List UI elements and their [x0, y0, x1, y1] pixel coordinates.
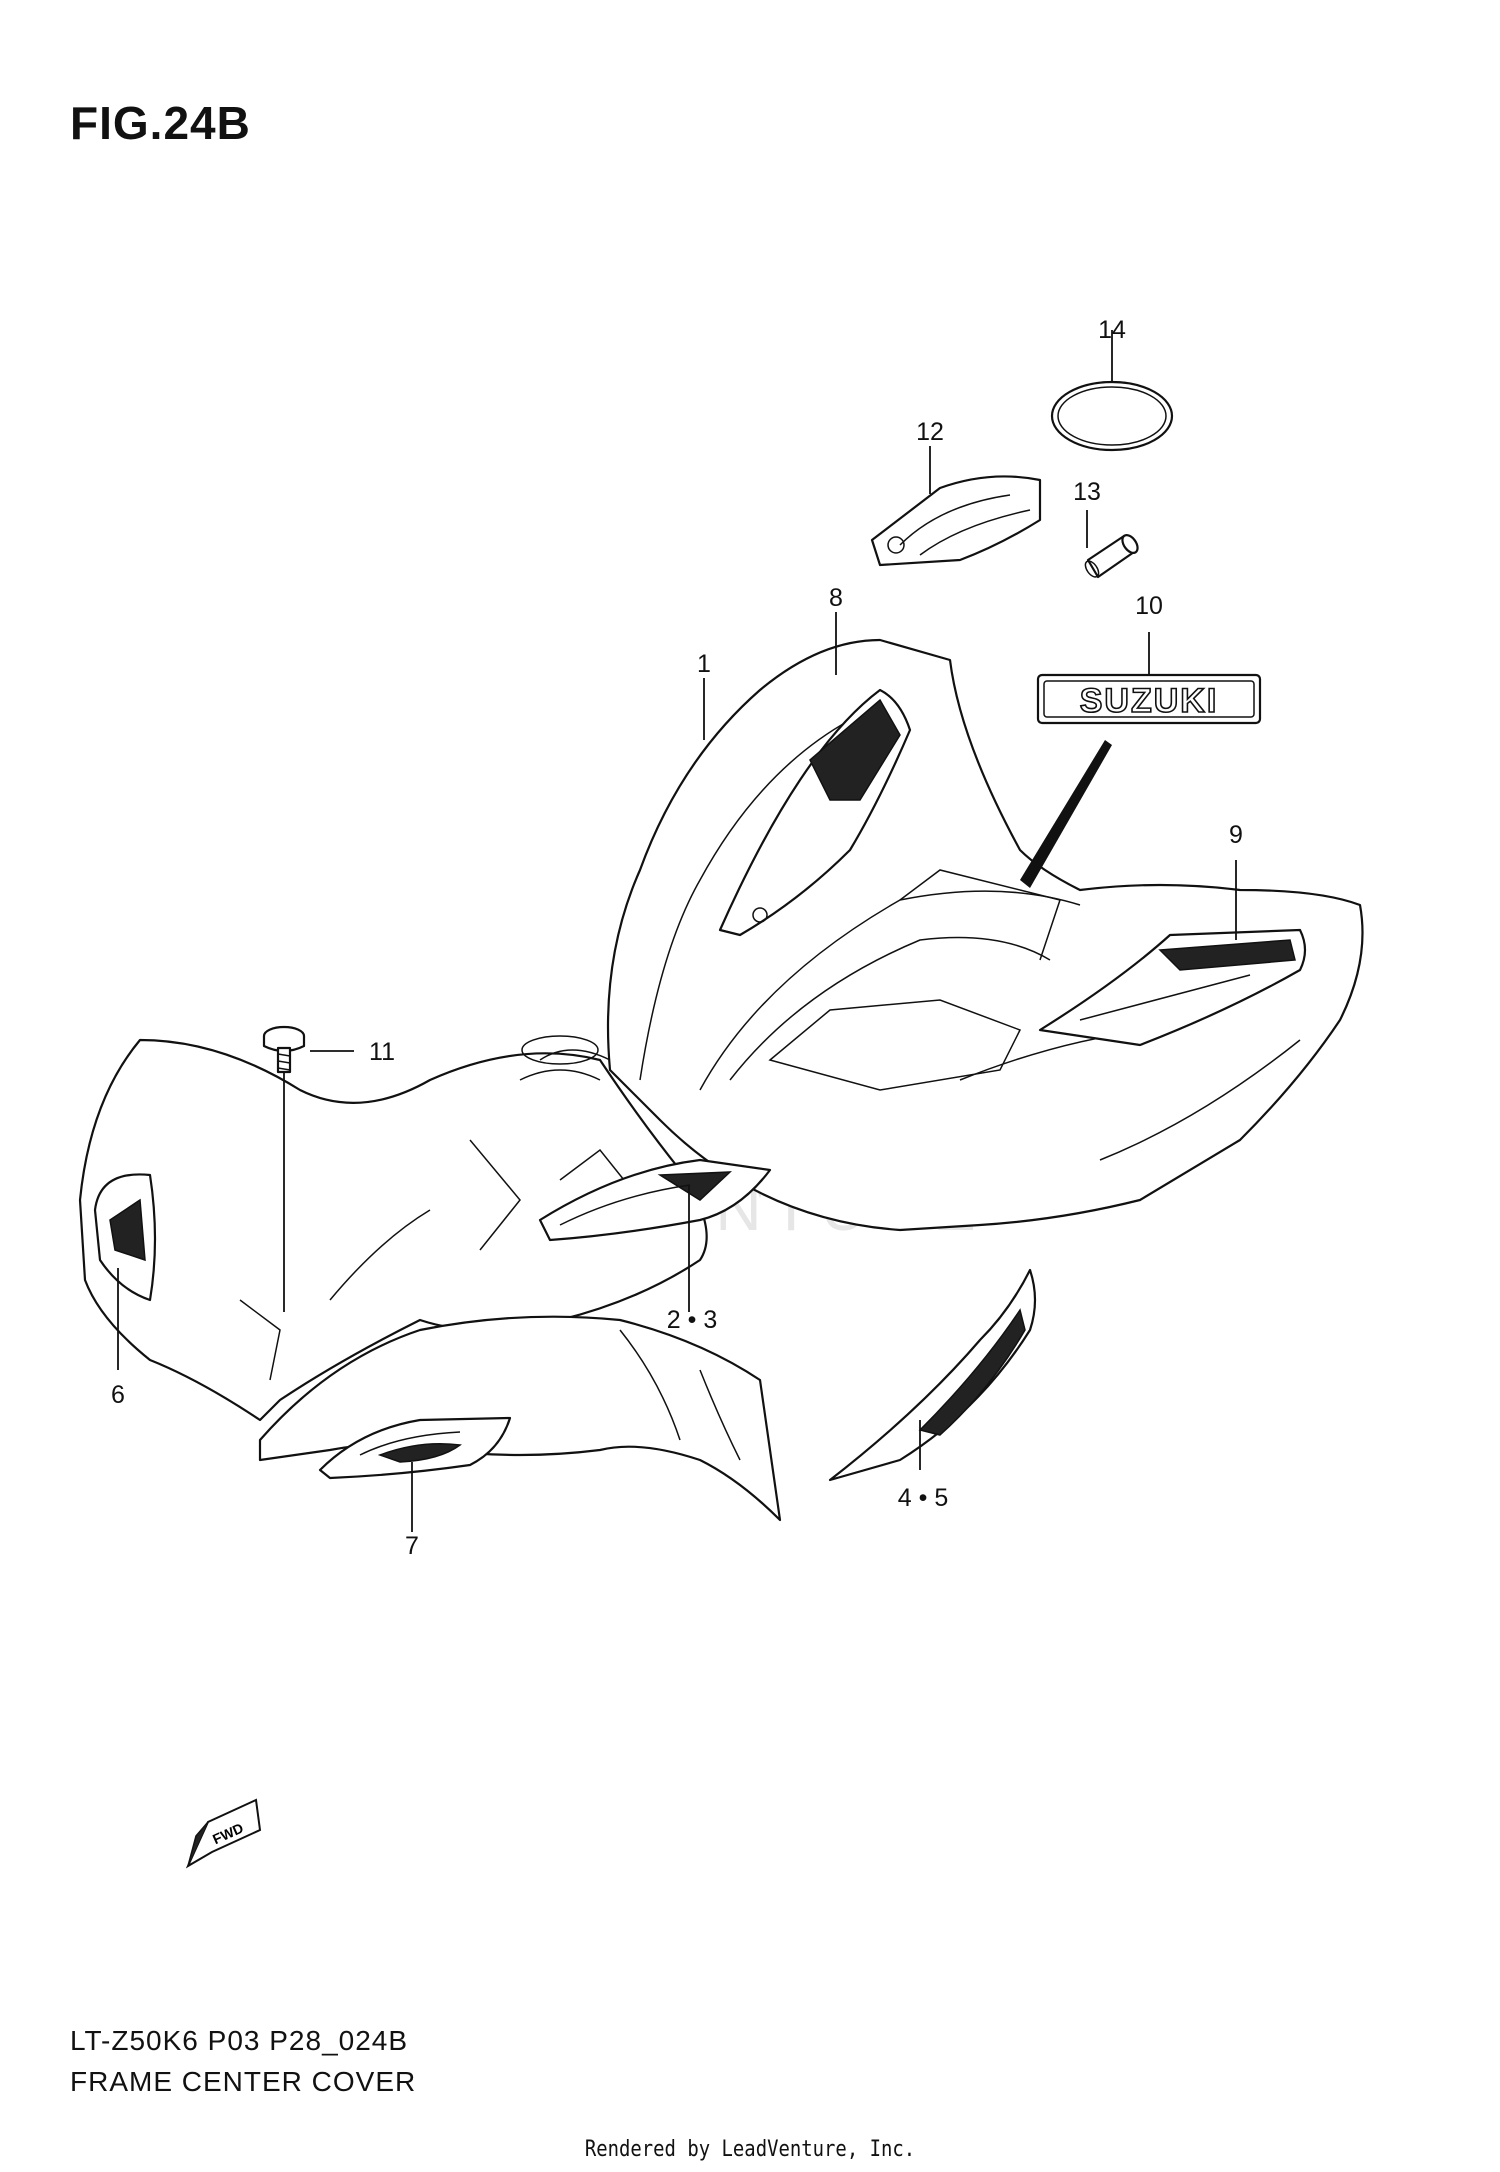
- figure-title: FIG.24B: [70, 97, 251, 149]
- callout-6: 6: [111, 1381, 125, 1409]
- part-12-pad[interactable]: [870, 475, 1042, 567]
- part-13-pin[interactable]: [1083, 532, 1141, 579]
- part-23-decal[interactable]: [538, 1158, 772, 1242]
- callout-4-5: 4 • 5: [898, 1484, 948, 1512]
- part-11-bolt[interactable]: [262, 1025, 306, 1074]
- footer-credit: Rendered by LeadVenture, Inc.: [584, 2137, 916, 2162]
- part-14-ring[interactable]: [1050, 380, 1174, 452]
- part-10-decal[interactable]: SUZUKI: [1036, 673, 1262, 725]
- part-8-decal[interactable]: [718, 688, 912, 937]
- callout-9: 9: [1229, 821, 1243, 849]
- leader-lines: [117, 330, 1237, 1532]
- callout-11: 11: [369, 1038, 395, 1066]
- callout-12: 12: [916, 418, 944, 446]
- callout-8: 8: [829, 584, 843, 612]
- part-45-decal[interactable]: [828, 1268, 1037, 1482]
- callout-7: 7: [405, 1532, 419, 1560]
- part-14-ring-inner: [1057, 386, 1167, 446]
- model-code: LT-Z50K6 P03 P28_024B: [70, 2025, 409, 2056]
- callout-1: 1: [697, 650, 711, 678]
- fwd-direction-tag: FWD: [185, 1798, 262, 1869]
- callout-13: 13: [1073, 478, 1101, 506]
- part-7-decal[interactable]: [318, 1416, 512, 1480]
- decal-text: SUZUKI: [1080, 682, 1219, 720]
- figure-name: FRAME CENTER COVER: [70, 2066, 417, 2097]
- part-6-decal[interactable]: [93, 1173, 157, 1302]
- callout-14: 14: [1098, 316, 1126, 344]
- callout-2-3: 2 • 3: [667, 1306, 717, 1334]
- callout-10: 10: [1135, 592, 1163, 620]
- part-9-decal[interactable]: [1038, 928, 1307, 1047]
